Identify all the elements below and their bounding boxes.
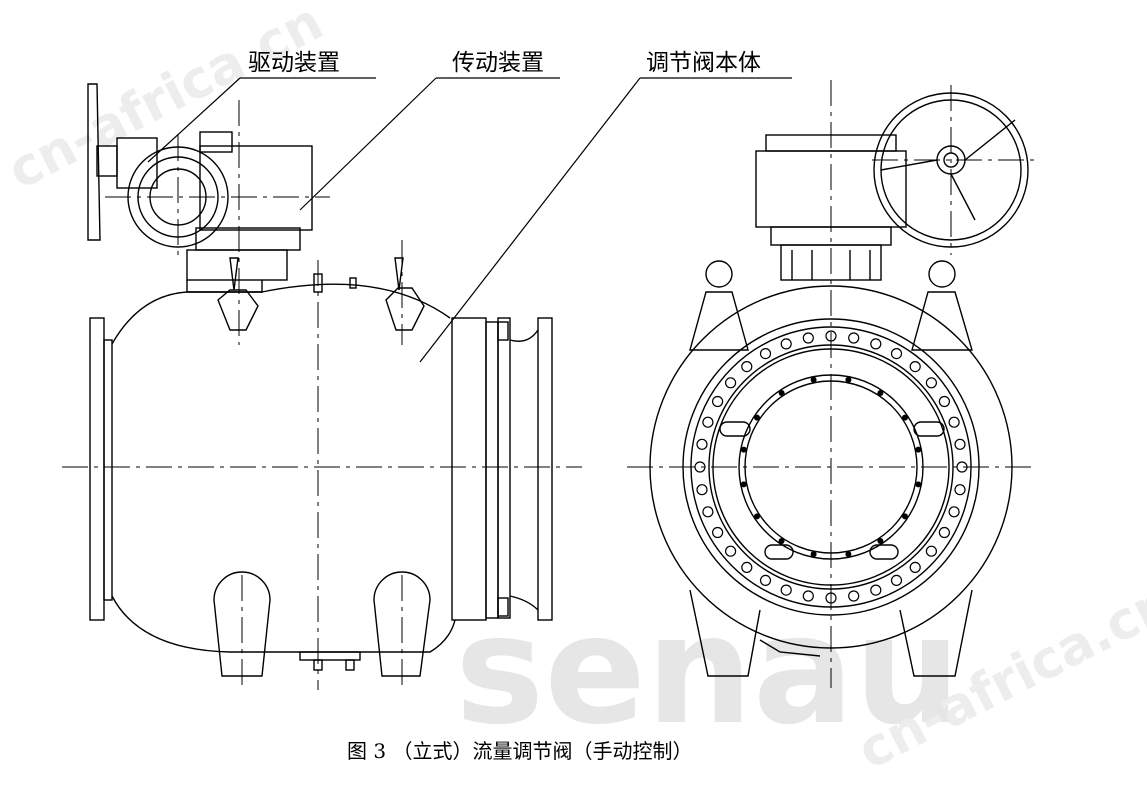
drive-device-label: 驱动装置 — [248, 50, 340, 76]
flange-bolt-hole — [711, 395, 724, 408]
flange-bolt-hole — [741, 361, 753, 373]
inner-bolt-hole — [778, 390, 785, 396]
valve-body-label: 调节阀本体 — [646, 50, 761, 76]
inner-bolt-hole — [902, 414, 908, 421]
flange-bolt-hole — [702, 506, 714, 518]
flange-bolt-hole — [938, 526, 951, 539]
figure-caption: 图 3 （立式）流量调节阀（手动控制） — [347, 739, 692, 763]
flange-bolt-hole — [890, 348, 903, 360]
flange-bolt-hole — [702, 416, 714, 428]
centerlines — [62, 80, 1037, 690]
flange-bolt-hole — [724, 377, 737, 389]
flange-bolt-hole — [954, 438, 966, 450]
flange-bolt-hole — [696, 438, 708, 450]
inner-bolt-hole — [877, 538, 884, 544]
inner-bolt-circle — [740, 376, 922, 558]
flange-bolt-hole — [890, 574, 903, 587]
leader-lines — [147, 77, 792, 363]
flange-bolt-hole — [848, 332, 860, 344]
inner-bolt-hole — [915, 446, 922, 453]
flange-bolt-hole — [938, 395, 951, 408]
inner-bolt-hole — [845, 376, 852, 383]
flange-bolt-hole — [870, 584, 882, 596]
flange-bolt-hole — [759, 574, 772, 587]
inner-bolt-hole — [902, 513, 908, 520]
flange-bolt-hole — [909, 561, 921, 574]
inner-bolt-hole — [778, 538, 785, 544]
flange-bolt-hole — [802, 332, 814, 344]
flange-bolt-hole — [711, 526, 724, 539]
flange-bolt-hole — [741, 561, 753, 574]
inner-bolt-hole — [754, 513, 760, 520]
transmission-device-label: 传动装置 — [452, 50, 544, 76]
flange-bolt-hole — [780, 338, 792, 350]
flange-bolt-hole — [780, 584, 792, 596]
inner-bolt-hole — [810, 376, 817, 383]
flange-bolt-hole — [870, 338, 882, 350]
inner-bolt-hole — [740, 446, 747, 453]
flange-bolt-hole — [696, 484, 708, 496]
flange-bolt-hole — [802, 590, 814, 602]
flange-bolt-hole — [925, 545, 938, 557]
flange-bolt-hole — [948, 416, 960, 428]
flange-bolt-hole — [759, 348, 772, 360]
side-view — [87, 83, 553, 677]
flange-bolt-hole — [954, 484, 966, 496]
inner-bolt-hole — [810, 551, 817, 558]
inner-bolt-hole — [740, 481, 747, 488]
inner-bolt-hole — [845, 551, 852, 558]
flange-bolt-hole — [848, 590, 860, 602]
flange-bolt-hole — [909, 361, 921, 373]
brand-watermark: senau — [455, 584, 961, 758]
inner-bolt-hole — [877, 390, 884, 396]
flange-bolt-hole — [724, 545, 737, 557]
inner-bolt-hole — [754, 414, 760, 421]
inner-bolt-hole — [915, 481, 922, 488]
flange-bolt-hole — [948, 506, 960, 518]
flange-bolt-hole — [925, 377, 938, 389]
